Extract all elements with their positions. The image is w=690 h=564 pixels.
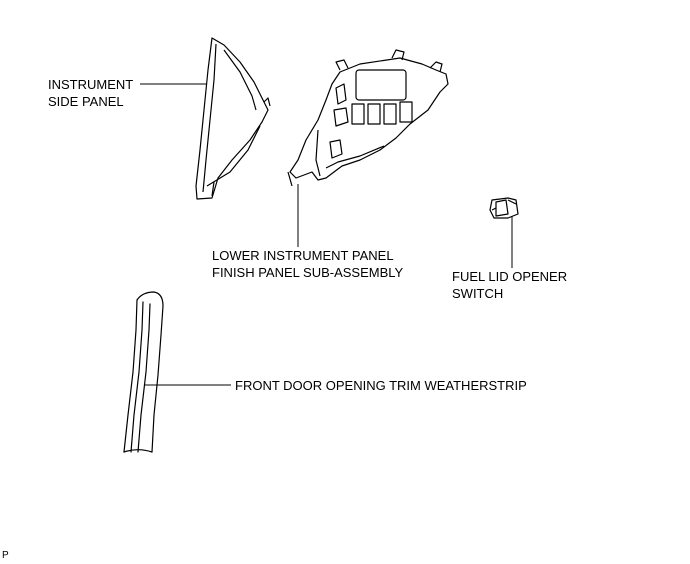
instrument-side-panel-part: [195, 37, 271, 200]
lower-panel-label-line-2: FINISH PANEL SUB-ASSEMBLY: [212, 265, 404, 280]
weatherstrip-label: FRONT DOOR OPENING TRIM WEATHERSTRIP: [235, 378, 527, 393]
lower-panel-label: LOWER INSTRUMENT PANEL FINISH PANEL SUB-…: [212, 247, 403, 281]
instrument-side-panel-label-line-2: SIDE PANEL: [48, 94, 124, 109]
weatherstrip-part: [123, 291, 164, 453]
instrument-side-panel-label-line-1: INSTRUMENT: [48, 77, 134, 92]
lower-panel-label-line-1: LOWER INSTRUMENT PANEL: [212, 248, 394, 263]
reference-code: P: [2, 550, 9, 561]
fuel-lid-switch-label: FUEL LID OPENER SWITCH: [452, 268, 567, 302]
lower-instrument-panel-part: [287, 49, 449, 187]
instrument-side-panel-label: INSTRUMENT SIDE PANEL: [48, 76, 133, 110]
fuel-lid-switch-part: [489, 197, 519, 219]
fuel-lid-switch-label-line-2: SWITCH: [452, 286, 504, 301]
leader-lines: [140, 83, 513, 386]
fuel-lid-switch-label-line-1: FUEL LID OPENER: [452, 269, 568, 284]
